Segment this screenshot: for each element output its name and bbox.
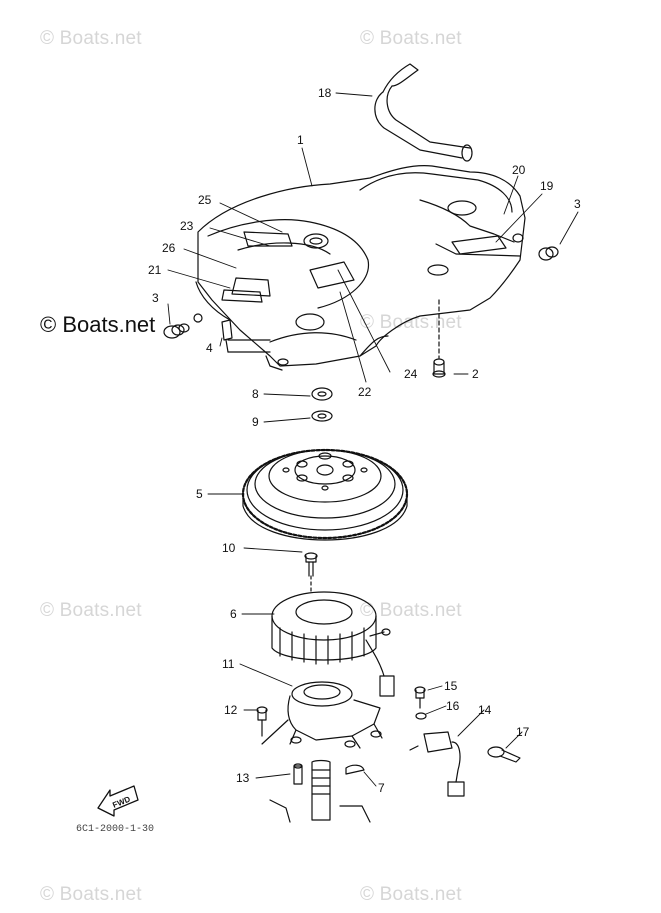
watermark: © Boats.net: [40, 28, 142, 49]
callout-3-right: 3: [574, 197, 581, 211]
callout-11: 11: [222, 657, 235, 671]
callout-21: 20: [512, 163, 526, 177]
crankshaft: [269, 759, 371, 823]
watermark: © Boats.net: [360, 28, 462, 49]
callout-2: 2: [472, 367, 479, 381]
leader-lines: [167, 92, 579, 787]
callout-labels: 18 1 20 19 3 25 23 26 21 3 4 24 2 22 8 9…: [111, 86, 581, 810]
callout-18: 18: [318, 86, 332, 100]
part-clip: [221, 319, 271, 353]
callout-12: 12: [224, 703, 238, 717]
part-washer-16: [415, 712, 427, 720]
part-pulser-coil: [409, 731, 465, 797]
callout-6: 6: [230, 607, 237, 621]
part-grommet-right: [538, 246, 559, 261]
callout-13: 13: [236, 771, 250, 785]
part-stator: [271, 591, 395, 697]
part-screw-15: [414, 686, 426, 709]
watermark: © Boats.net: [360, 884, 462, 905]
part-grommet-left: [163, 323, 190, 339]
part-flywheel-cover: [193, 165, 526, 371]
part-washer: [311, 410, 333, 422]
part-dowel: [293, 763, 303, 785]
callout-26: 26: [162, 241, 176, 255]
watermark: © Boats.net: [360, 600, 462, 621]
part-hose: [374, 63, 473, 162]
callout-25: 25: [198, 193, 212, 207]
callout-14: 14: [478, 703, 492, 717]
callout-7: 7: [378, 781, 385, 795]
watermark: © Boats.net: [40, 600, 142, 621]
part-nut: [311, 387, 333, 401]
fwd-arrow-icon: [97, 785, 139, 817]
watermark: © Boats.net: [360, 312, 462, 333]
callout-23: 23: [180, 219, 194, 233]
part-bolt-12: [256, 706, 268, 737]
callout-17: 17: [516, 725, 530, 739]
callout-9: 9: [252, 415, 259, 429]
part-flywheel: [241, 448, 409, 541]
drawing-code: 6C1-2000-1-30: [76, 824, 155, 835]
part-key: [345, 764, 365, 775]
callout-3-left: 3: [152, 291, 159, 305]
callout-16: 16: [446, 699, 460, 713]
callout-5: 5: [196, 487, 203, 501]
part-clamp: [487, 746, 521, 763]
callout-20: 21: [148, 263, 162, 277]
callout-22: 22: [358, 385, 372, 399]
part-bolt-2: [432, 299, 446, 378]
callout-8: 8: [252, 387, 259, 401]
part-bolt-10: [304, 552, 318, 593]
callout-24: 24: [404, 367, 418, 381]
watermark: © Boats.net: [40, 884, 142, 905]
callout-1: 1: [297, 133, 304, 147]
boats-net-logo-text: © Boats.net: [40, 312, 156, 337]
callout-19: 19: [540, 179, 554, 193]
callout-10: 10: [222, 541, 236, 555]
part-stator-bracket: [261, 681, 383, 749]
callout-4: 4: [206, 341, 213, 355]
callout-15: 15: [444, 679, 458, 693]
